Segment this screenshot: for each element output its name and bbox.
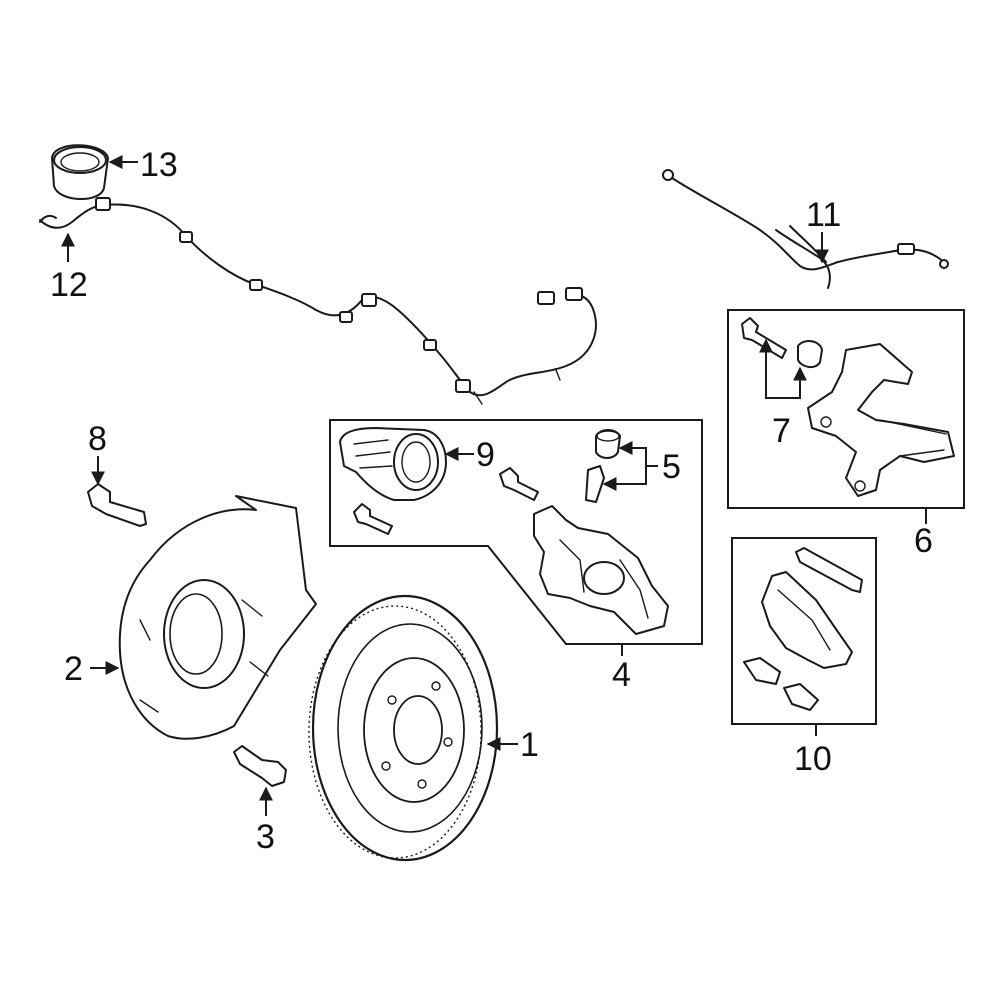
part-11-front-harness[interactable] (662, 169, 949, 289)
part-9-caliper-housing[interactable] (339, 427, 447, 501)
callout-4: 4 (612, 656, 631, 694)
callout-9: 9 (476, 436, 495, 474)
part-3-bolt[interactable] (233, 745, 287, 787)
callout-3: 3 (256, 818, 275, 856)
part-1-rotor[interactable] (308, 594, 499, 862)
callout-10: 10 (794, 740, 832, 778)
callout-labels: 13 12 11 8 9 5 7 6 4 10 2 1 3 (50, 146, 933, 856)
part-10-brake-pads[interactable] (743, 547, 863, 711)
part-4-caliper-bolt[interactable] (353, 467, 539, 535)
leader-lines (61, 155, 927, 816)
callout-11: 11 (806, 196, 841, 234)
part-6-caliper-bracket[interactable] (807, 343, 955, 497)
callout-8: 8 (88, 420, 107, 458)
part-12-sensor-harness[interactable] (39, 197, 597, 405)
callout-12: 12 (50, 266, 88, 304)
callout-7: 7 (772, 412, 791, 450)
callout-6: 6 (914, 522, 933, 560)
part-2-dust-shield[interactable] (118, 495, 317, 740)
part-4-caliper[interactable] (533, 505, 669, 635)
part-7-guide-pin[interactable] (741, 317, 823, 368)
callout-5: 5 (662, 448, 681, 486)
callout-13: 13 (140, 146, 178, 184)
part-8-bolt[interactable] (87, 483, 147, 527)
part-5-guide-pin-boot[interactable] (585, 429, 621, 503)
callout-1: 1 (520, 726, 539, 764)
part-13-cap[interactable] (51, 144, 109, 201)
callout-2: 2 (64, 650, 83, 688)
